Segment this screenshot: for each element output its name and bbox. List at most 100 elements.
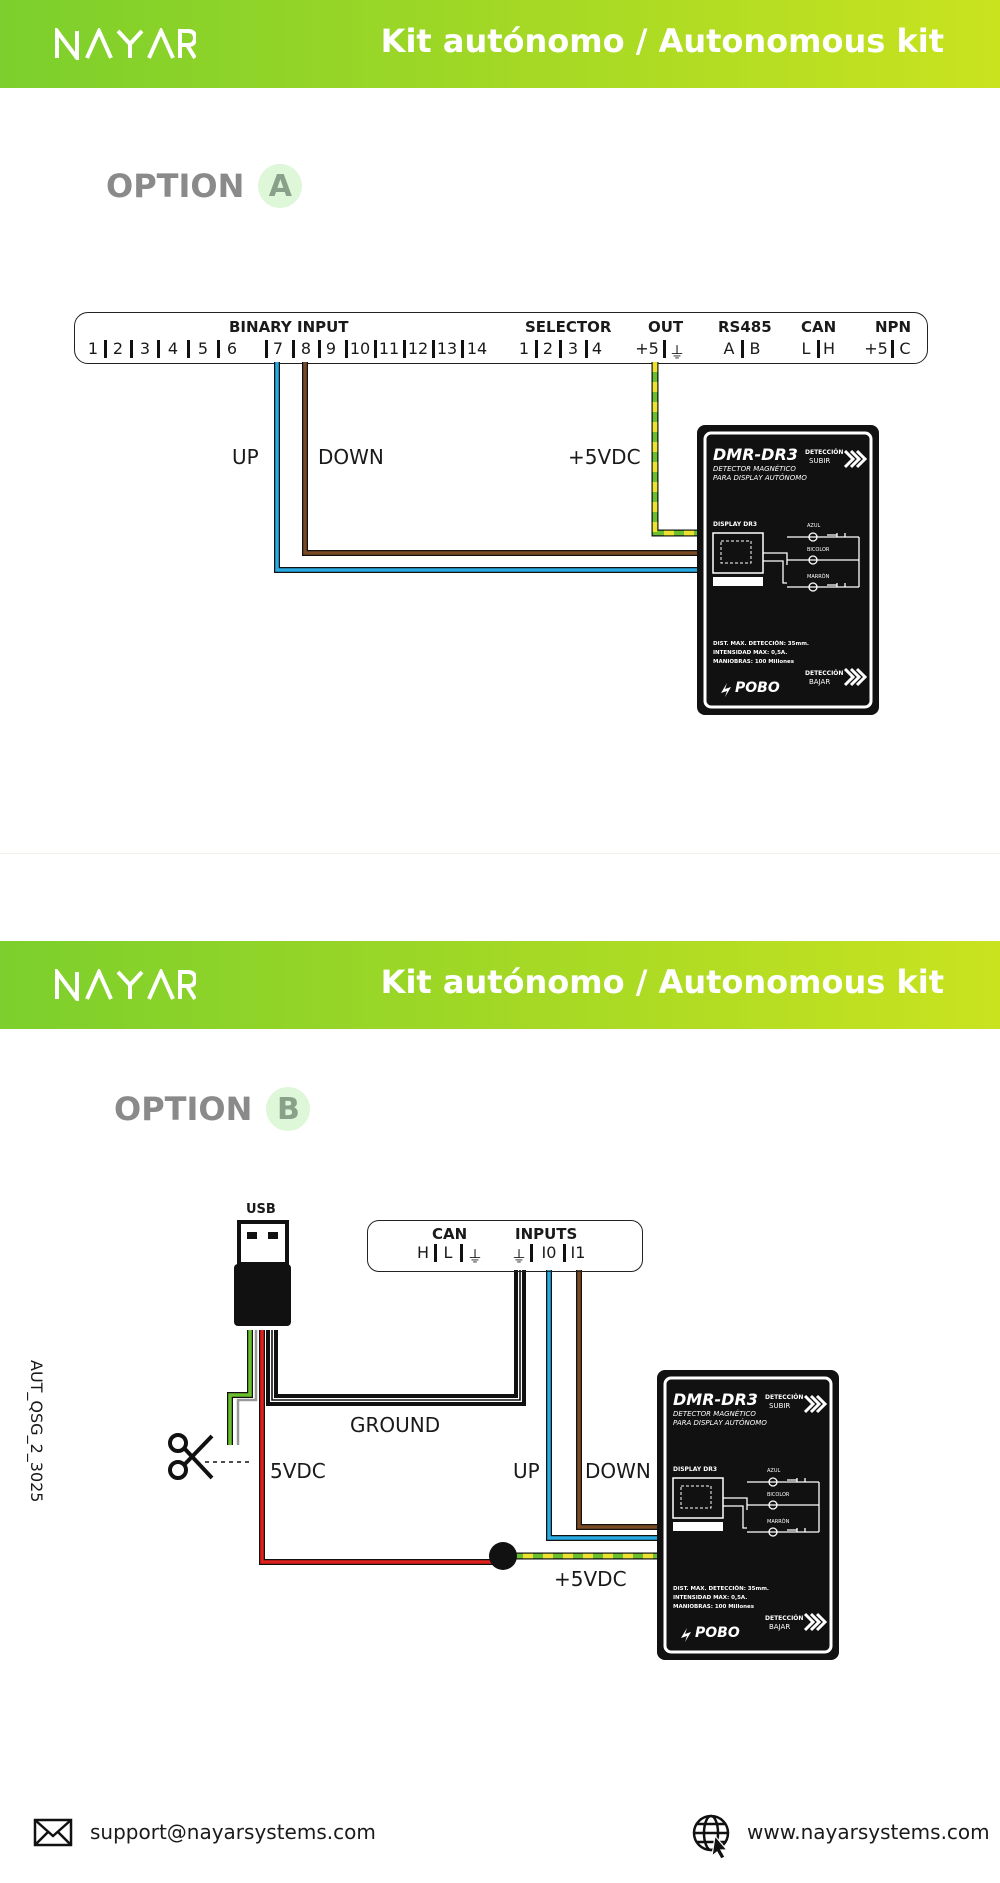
device-dmr-dr3-a: DMR-DR3 DETECTOR MAGNÉTICO PARA DISPLAY … <box>697 425 879 715</box>
terminal-separator <box>187 340 190 358</box>
group-can: CAN <box>801 318 837 336</box>
header-bar: Kit autónomo / Autonomous kit <box>0 0 1000 88</box>
terminal-separator <box>217 340 220 358</box>
option-b-label: OPTION B <box>114 1087 311 1131</box>
device-det-up-2: SUBIR <box>769 1402 791 1410</box>
device-spec-3: MANIOBRAS: 100 Millones <box>713 659 795 665</box>
terminal-separator <box>741 340 744 358</box>
terminal-pin: ⏚ <box>510 1247 528 1266</box>
device-brand: POBO <box>695 1625 740 1641</box>
label-5vdc-red-b: 5VDC <box>270 1459 326 1483</box>
device-brand: POBO <box>735 680 780 696</box>
device-spec-2: INTENSIDAD MAX: 0,5A. <box>673 1595 748 1601</box>
terminal-separator <box>157 340 160 358</box>
device-subtitle-2: PARA DISPLAY AUTÓNOMO <box>673 1419 767 1427</box>
terminal-pin: B <box>749 339 761 358</box>
terminal-pin: +5 <box>635 339 659 358</box>
terminal-pin: ⏚ <box>668 343 686 362</box>
device-bicolor: BICOLOR <box>767 1492 790 1498</box>
terminal-pin: 4 <box>591 339 603 358</box>
label-5vdc-b: +5VDC <box>554 1567 627 1591</box>
wire-ground-b <box>266 1270 526 1406</box>
group-can-b: CAN <box>432 1225 468 1243</box>
device-display: DISPLAY DR3 <box>673 1466 718 1473</box>
header-bar-b: Kit autónomo / Autonomous kit <box>0 941 1000 1029</box>
terminal-pin: 4 <box>167 339 179 358</box>
device-bicolor: BICOLOR <box>807 547 830 553</box>
footer-email[interactable]: support@nayarsystems.com <box>90 1820 376 1844</box>
device-det-up-1: DETECCIÓN <box>805 449 844 456</box>
terminal-separator <box>535 340 538 358</box>
option-a-badge: A <box>258 164 303 208</box>
terminal-pin: 3 <box>139 339 151 358</box>
device-spec-3: MANIOBRAS: 100 Millones <box>673 1604 755 1610</box>
terminal-pin: H <box>822 339 836 358</box>
terminal-separator <box>374 340 377 358</box>
terminal-separator <box>403 340 406 358</box>
terminal-pin: 2 <box>542 339 554 358</box>
section-divider <box>0 853 1000 854</box>
device-det-down-1: DETECCIÓN <box>805 670 844 677</box>
terminal-separator <box>559 340 562 358</box>
option-b-text: OPTION <box>114 1090 253 1128</box>
terminal-pin: 13 <box>436 339 458 358</box>
device-subtitle-1: DETECTOR MAGNÉTICO <box>713 465 796 473</box>
label-up-a: UP <box>232 445 259 469</box>
terminal-separator <box>345 340 348 358</box>
terminal-pin: 3 <box>567 339 579 358</box>
wire-5vdc-a <box>651 362 700 537</box>
junction-dot <box>489 1542 517 1570</box>
terminal-pin: 5 <box>197 339 209 358</box>
terminal-pin: H <box>416 1243 430 1262</box>
scissors-icon <box>168 1433 214 1480</box>
terminal-pin: C <box>899 339 911 358</box>
device-det-up-1: DETECCIÓN <box>765 1394 804 1401</box>
footer-website[interactable]: www.nayarsystems.com <box>747 1820 990 1844</box>
option-a-text: OPTION <box>106 167 245 205</box>
terminal-separator <box>432 340 435 358</box>
usb-label: USB <box>246 1202 276 1217</box>
group-npn: NPN <box>875 318 912 336</box>
device-spec-2: INTENSIDAD MAX: 0,5A. <box>713 650 788 656</box>
terminal-pin: +5 <box>864 339 888 358</box>
device-subtitle-2: PARA DISPLAY AUTÓNOMO <box>713 474 807 482</box>
terminal-pin: 12 <box>407 339 429 358</box>
label-down-b: DOWN <box>585 1459 651 1483</box>
device-subtitle-1: DETECTOR MAGNÉTICO <box>673 1410 756 1418</box>
device-model: DMR-DR3 <box>673 1390 758 1409</box>
terminal-pin: 8 <box>300 339 312 358</box>
device-display: DISPLAY DR3 <box>713 521 758 528</box>
terminal-pin: L <box>801 339 811 358</box>
terminal-separator <box>891 340 894 358</box>
header-title-b: Kit autónomo / Autonomous kit <box>380 963 944 1001</box>
terminal-separator <box>292 340 295 358</box>
mail-icon <box>33 1818 73 1847</box>
wire-data-b <box>227 1330 258 1445</box>
wire-down-b <box>576 1270 662 1530</box>
terminal-pin: 10 <box>349 339 371 358</box>
terminal-separator <box>434 1244 437 1262</box>
option-b-badge: B <box>266 1087 311 1131</box>
device-azul: AZUL <box>807 523 821 529</box>
wire-up-b <box>546 1270 662 1541</box>
terminal-pin: 1 <box>87 339 99 358</box>
device-spec-1: DIST. MAX. DETECCIÓN: 35mm. <box>673 1586 770 1592</box>
terminal-separator <box>563 1244 566 1262</box>
device-azul: AZUL <box>767 1468 781 1474</box>
terminal-separator <box>817 340 820 358</box>
label-up-b: UP <box>513 1459 540 1483</box>
group-inputs-b: INPUTS <box>515 1225 578 1243</box>
terminal-separator <box>461 340 464 358</box>
terminal-separator <box>460 1244 463 1262</box>
terminal-separator <box>130 340 133 358</box>
device-marron: MARRÓN <box>807 574 830 580</box>
label-5vdc-a: +5VDC <box>568 445 641 469</box>
terminal-separator <box>663 340 666 358</box>
terminal-strip-b <box>367 1220 643 1272</box>
terminal-pin: A <box>723 339 735 358</box>
nayar-logo-b <box>55 969 196 1001</box>
device-spec-1: DIST. MAX. DETECCIÓN: 35mm. <box>713 641 810 647</box>
wire-5vdc-red-b <box>259 1330 500 1565</box>
usb-connector <box>234 1220 291 1326</box>
device-marron: MARRÓN <box>767 1519 790 1525</box>
